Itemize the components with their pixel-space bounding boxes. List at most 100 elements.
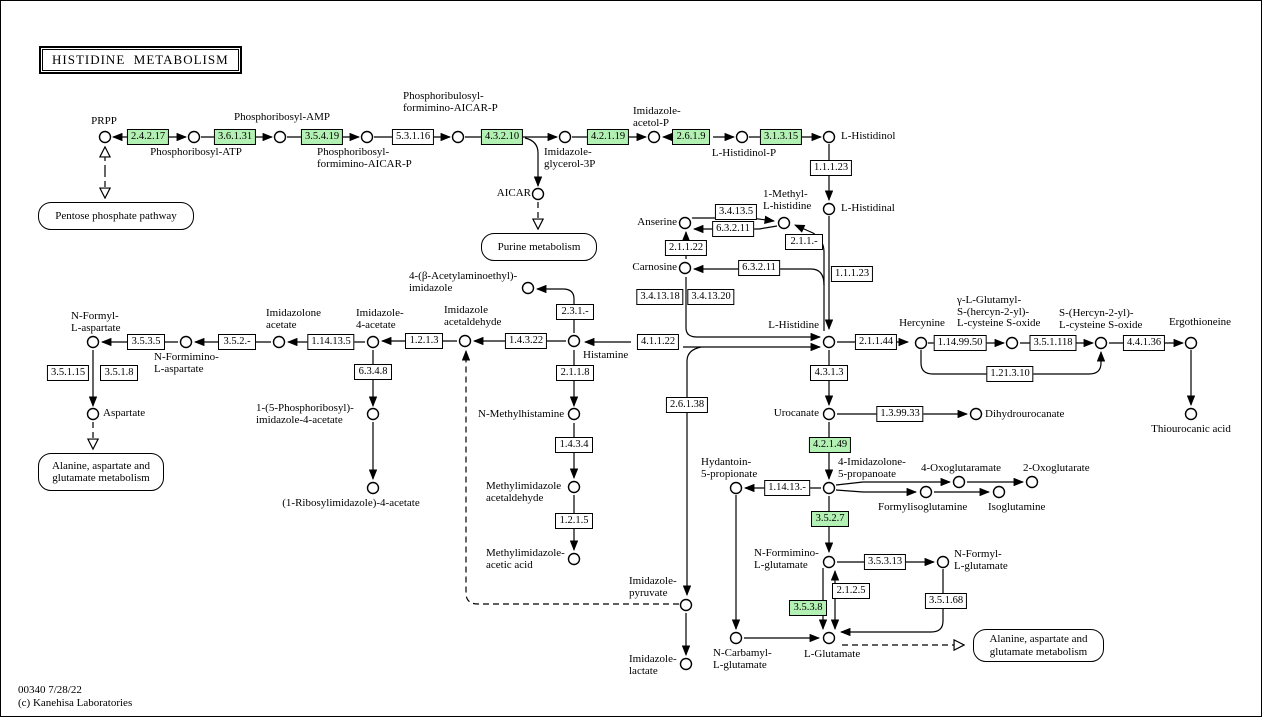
enzyme-box-1.1.1.23[interactable]: 1.1.1.23 [830,266,874,282]
enzyme-box-3.5.2.7[interactable]: 3.5.2.7 [811,511,849,527]
compound-aicar[interactable] [531,187,545,201]
enzyme-box-5.3.1.16[interactable]: 5.3.1.16 [391,129,435,145]
compound-gamma-l-glutamyl-s-hercyn-2-yl-l-cysteine-s-oxide[interactable] [1005,336,1019,350]
enzyme-box-6.3.4.8[interactable]: 6.3.4.8 [354,364,392,380]
enzyme-box-4.3.2.10[interactable]: 4.3.2.10 [480,129,524,145]
enzyme-box-3.4.13.5[interactable]: 3.4.13.5 [714,204,758,220]
compound-phosphoribosyl-atp[interactable] [187,130,201,144]
compound-imidazole-4-acetate[interactable] [366,335,380,349]
compound-phosphoribulosyl-formimino-aicar-p[interactable] [451,130,465,144]
compound-thiourocanic-acid[interactable] [1184,407,1198,421]
compound-urocanate[interactable] [822,407,836,421]
compound-formylisoglutamine[interactable] [919,485,933,499]
compound-4-oxoglutaramate[interactable] [952,475,966,489]
enzyme-box-3.5.3.13[interactable]: 3.5.3.13 [863,554,907,570]
compound-l-histidinal[interactable] [822,202,836,216]
compound-hydantoin-5-propionate[interactable] [729,481,743,495]
compound-1-ribosylimidazole-4-acetate[interactable] [366,481,380,495]
compound-isoglutamine[interactable] [992,485,1006,499]
compound-methylimidazole-acetic-acid[interactable] [567,552,581,566]
compound-label: N-Formyl-L-glutamate [954,548,1008,572]
compound-methylimidazole-acetaldehyde[interactable] [567,480,581,494]
enzyme-box-2.6.1.9[interactable]: 2.6.1.9 [672,129,710,145]
compound-phosphoribosyl-amp[interactable] [273,130,287,144]
enzyme-box-3.5.3.8[interactable]: 3.5.3.8 [789,600,827,616]
enzyme-box-4.4.1.36[interactable]: 4.4.1.36 [1122,335,1166,351]
enzyme-box-3.1.3.15[interactable]: 3.1.3.15 [759,129,803,145]
enzyme-box-3.5.1.68[interactable]: 3.5.1.68 [924,593,968,609]
compound-n-methylhistamine[interactable] [567,407,581,421]
compound-label: L-Histidine [768,319,819,331]
compound-2-oxoglutarate[interactable] [1025,475,1039,489]
pathway-link-purine-metabolism[interactable]: Purine metabolism [481,233,597,261]
enzyme-box-6.3.2.11[interactable]: 6.3.2.11 [712,221,754,237]
compound-histamine[interactable] [567,334,581,348]
compound-n-formimino-l-aspartate[interactable] [179,335,193,349]
enzyme-box-4.1.1.22[interactable]: 4.1.1.22 [636,334,680,350]
enzyme-box-3.5.1.15[interactable]: 3.5.1.15 [46,365,90,381]
compound-l-glutamate[interactable] [822,631,836,645]
pathway-link-pentose-phosphate-pathway[interactable]: Pentose phosphate pathway [38,202,194,230]
compound-n-carbamyl-l-glutamate[interactable] [729,631,743,645]
enzyme-box-2.3.1.-[interactable]: 2.3.1.- [556,304,594,320]
enzyme-box-3.4.13.18[interactable]: 3.4.13.18 [636,289,684,305]
enzyme-box-2.4.2.17[interactable]: 2.4.2.17 [126,129,170,145]
compound-aspartate[interactable] [86,407,100,421]
compound-label: Methylimidazole-acetic acid [486,547,565,571]
enzyme-box-3.5.1.118[interactable]: 3.5.1.118 [1029,335,1077,351]
compound-imidazole-acetol-p[interactable] [647,130,661,144]
enzyme-box-3.5.3.5[interactable]: 3.5.3.5 [127,334,165,350]
compound-l-histidine[interactable] [822,335,836,349]
enzyme-box-4.3.1.3[interactable]: 4.3.1.3 [810,365,848,381]
enzyme-box-4.2.1.49[interactable]: 4.2.1.49 [808,437,852,453]
compound-imidazole-lactate[interactable] [679,657,693,671]
compound-s-hercyn-2-yl-l-cysteine-s-oxide[interactable] [1094,336,1108,350]
compound-label: Thiourocanic acid [1151,423,1231,435]
compound-prpp[interactable] [98,130,112,144]
compound-n-formyl-l-glutamate[interactable] [936,555,950,569]
compound-1-methyl-l-histidine[interactable] [777,216,791,230]
compound-imidazolone-acetate[interactable] [272,335,286,349]
compound-phosphoribosyl-formimino-aicar-p[interactable] [360,130,374,144]
compound-imidazole-glycerol-3p[interactable] [558,130,572,144]
compound-ergothioneine[interactable] [1184,336,1198,350]
compound-imidazole-pyruvate[interactable] [679,598,693,612]
enzyme-box-1.3.99.33[interactable]: 1.3.99.33 [876,406,924,422]
compound-imidazole-acetaldehyde[interactable] [458,334,472,348]
enzyme-box-1.14.13.-[interactable]: 1.14.13.- [764,480,810,496]
enzyme-box-3.6.1.31[interactable]: 3.6.1.31 [213,129,257,145]
enzyme-box-1.1.1.23[interactable]: 1.1.1.23 [809,160,853,176]
enzyme-box-3.5.1.8[interactable]: 3.5.1.8 [100,365,138,381]
enzyme-box-1.14.13.5[interactable]: 1.14.13.5 [307,334,355,350]
enzyme-box-6.3.2.11[interactable]: 6.3.2.11 [738,260,780,276]
compound-carnosine[interactable] [678,261,692,275]
compound-4-imidazolone-5-propanoate[interactable] [822,481,836,495]
enzyme-box-1.2.1.5[interactable]: 1.2.1.5 [555,513,593,529]
enzyme-box-1.14.99.50[interactable]: 1.14.99.50 [933,335,987,351]
enzyme-box-1.2.1.3[interactable]: 1.2.1.3 [405,333,443,349]
enzyme-box-3.4.13.20[interactable]: 3.4.13.20 [687,289,735,305]
compound-1-5-phosphoribosyl-imidazole-4-acetate[interactable] [366,407,380,421]
compound-l-histidinol-p[interactable] [735,130,749,144]
enzyme-box-1.21.3.10[interactable]: 1.21.3.10 [986,366,1034,382]
compound-hercynine[interactable] [914,336,928,350]
compound-l-histidinol[interactable] [822,130,836,144]
enzyme-box-2.1.2.5[interactable]: 2.1.2.5 [832,583,870,599]
enzyme-box-2.6.1.38[interactable]: 2.6.1.38 [665,397,709,413]
compound-n-formimino-l-glutamate[interactable] [822,555,836,569]
compound-n-formyl-l-aspartate[interactable] [86,335,100,349]
compound-anserine[interactable] [678,216,692,230]
enzyme-box-2.1.1.44[interactable]: 2.1.1.44 [854,334,898,350]
enzyme-box-2.1.1.8[interactable]: 2.1.1.8 [556,365,594,381]
enzyme-box-1.4.3.4[interactable]: 1.4.3.4 [555,437,593,453]
compound-dihydrourocanate[interactable] [969,407,983,421]
enzyme-box-3.5.2.-[interactable]: 3.5.2.- [218,334,256,350]
compound-4-beta-acetylaminoethyl-imidazole[interactable] [521,281,535,295]
enzyme-box-4.2.1.19[interactable]: 4.2.1.19 [586,129,630,145]
enzyme-box-2.1.1.22[interactable]: 2.1.1.22 [664,240,708,256]
enzyme-box-2.1.1.-[interactable]: 2.1.1.- [785,234,823,250]
enzyme-box-3.5.4.19[interactable]: 3.5.4.19 [300,129,344,145]
enzyme-box-1.4.3.22[interactable]: 1.4.3.22 [504,333,548,349]
